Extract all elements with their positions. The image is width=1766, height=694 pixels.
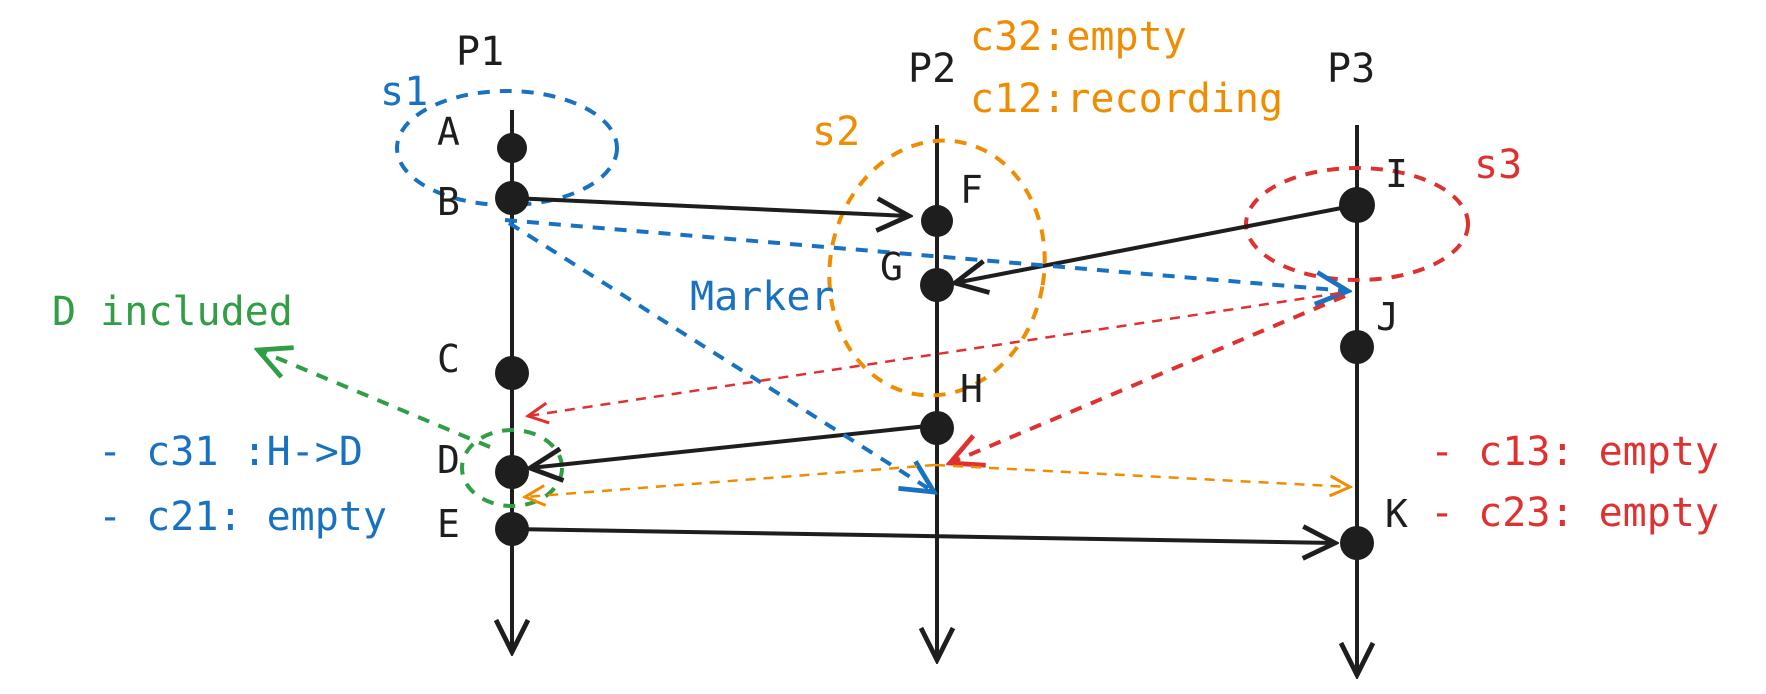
marker-j-to-p2 <box>950 294 1346 463</box>
event-label-k: K <box>1385 492 1408 536</box>
event-dot-d <box>495 455 529 489</box>
event-label-e: E <box>437 502 460 546</box>
event-dot-h <box>920 411 954 445</box>
event-label-a: A <box>437 110 460 154</box>
event-label-d: D <box>437 438 460 482</box>
event-dot-i <box>1339 187 1375 223</box>
p1-channel-state-2: - c21: empty <box>98 494 387 540</box>
event-label-i: I <box>1385 152 1408 196</box>
snapshot-s3-outline <box>1244 166 1470 282</box>
event-dot-k <box>1340 526 1374 560</box>
process-label-p1: P1 <box>456 29 504 75</box>
event-dot-b <box>495 181 529 215</box>
snapshot-label-s1: s1 <box>380 69 428 115</box>
marker-b-to-p2 <box>507 221 934 492</box>
p3-channel-state-2: - c23: empty <box>1430 490 1719 536</box>
message-e-to-k <box>511 529 1335 543</box>
snapshot-label-s2: s2 <box>812 109 860 155</box>
event-dot-e <box>495 512 529 546</box>
event-dot-c <box>495 356 529 390</box>
snapshot-s2-outline <box>827 138 1047 398</box>
marker-label: Marker <box>690 274 835 320</box>
marker-b-to-j <box>504 218 1348 291</box>
message-i-to-g <box>955 203 1358 283</box>
event-dot-f <box>921 205 953 237</box>
p1-channel-state-1: - c31 :H->D <box>98 429 363 475</box>
message-h-to-d <box>530 423 938 468</box>
included-note: D included <box>52 289 293 335</box>
event-dot-j <box>1340 330 1374 364</box>
event-label-h: H <box>960 367 983 411</box>
process-label-p3: P3 <box>1327 46 1375 92</box>
marker-p2-to-p3 <box>934 463 1350 487</box>
event-dot-g <box>920 268 954 302</box>
event-label-j: J <box>1376 295 1399 339</box>
event-dot-a <box>497 133 527 163</box>
message-b-to-f <box>511 196 909 216</box>
event-label-b: B <box>437 180 460 224</box>
event-label-g: G <box>880 245 903 289</box>
snapshot-label-s3: s3 <box>1474 142 1522 188</box>
marker-p2-to-p1 <box>525 463 936 497</box>
p2-channel-state-2: c12:recording <box>970 76 1283 122</box>
included-pointer-arrow <box>258 350 491 449</box>
event-label-c: C <box>437 337 460 381</box>
process-label-p2: P2 <box>908 46 956 92</box>
event-label-f: F <box>960 168 983 212</box>
marker-j-to-p1 <box>528 291 1341 416</box>
p3-channel-state-1: - c13: empty <box>1430 429 1719 475</box>
p2-channel-state-1: c32:empty <box>970 14 1187 60</box>
